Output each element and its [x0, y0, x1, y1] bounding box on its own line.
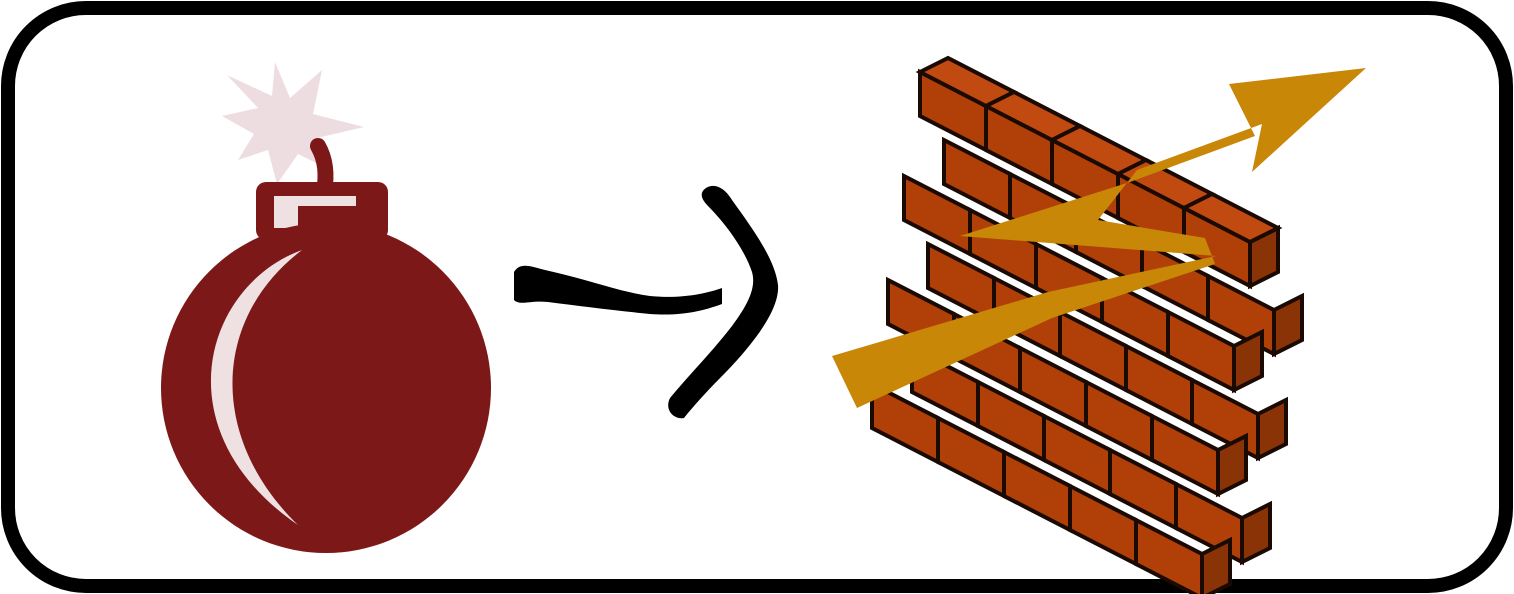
bomb-cap-highlight [274, 196, 356, 228]
arrow-shaft [514, 265, 722, 315]
brick [1134, 516, 1204, 594]
firewall-breach-icon [832, 55, 1366, 594]
brick-top [1179, 191, 1283, 245]
hand-drawn-arrow-icon [514, 185, 779, 419]
brick-end [1200, 536, 1232, 594]
bomb-body [161, 223, 491, 553]
brick-end [1240, 500, 1272, 566]
arrow-head [668, 185, 779, 419]
brick-end [1232, 328, 1264, 394]
spark-icon [222, 62, 364, 184]
bomb-icon [161, 62, 491, 553]
bomb-highlight [210, 250, 302, 525]
brick-end [1256, 396, 1288, 462]
lightning-arrow [832, 68, 1366, 408]
brick-end [1272, 292, 1304, 358]
brick-end [1216, 432, 1248, 498]
